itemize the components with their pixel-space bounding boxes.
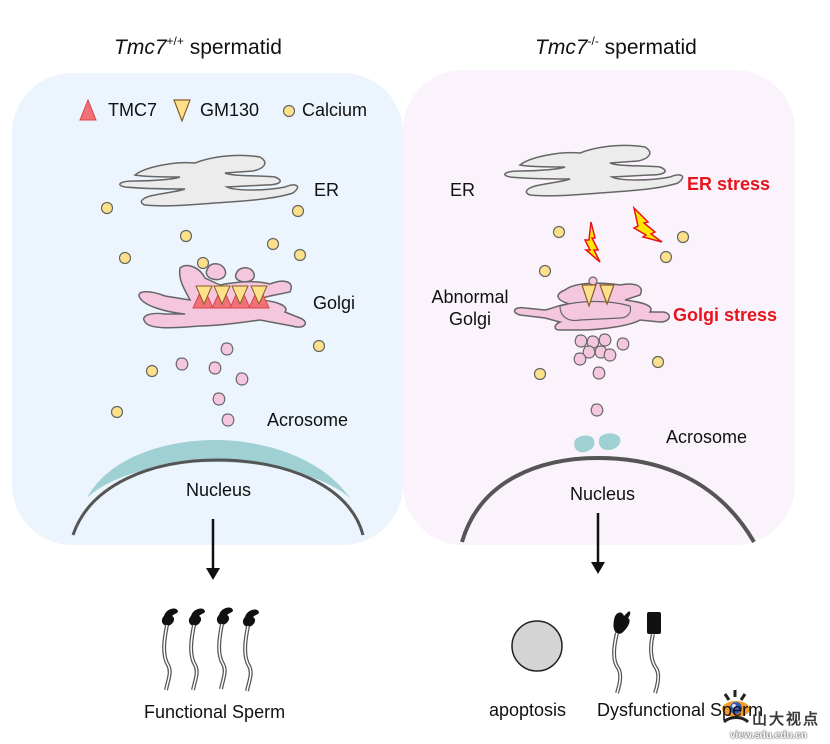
- knockout-title: Tmc7-/- spermatid: [535, 34, 697, 60]
- legend-gm130-label: GM130: [200, 100, 260, 120]
- nucleus-right: [460, 455, 756, 544]
- calcium-dot: [312, 339, 326, 353]
- legend-calcium-icon: [282, 104, 296, 118]
- functional-sperm-group: [161, 607, 259, 692]
- tmc7-gm130-complex: [192, 284, 270, 309]
- genotype: +/+: [166, 34, 184, 48]
- acrosome-fragments: [574, 433, 621, 453]
- legend-calcium-label: Calcium: [302, 100, 368, 120]
- er-label: ER: [314, 180, 340, 200]
- arrow-right: [591, 513, 605, 574]
- abnormal-golgi-line1: Abnormal: [431, 287, 509, 307]
- abnormal-golgi-line2: Golgi: [448, 309, 492, 329]
- golgi-stress-label: Golgi stress: [673, 305, 778, 325]
- er-left: [119, 154, 299, 207]
- legend-gm130-icon: [173, 99, 191, 123]
- watermark-url: view.sdu.edu.cn: [730, 730, 807, 741]
- calcium-dot: [118, 251, 132, 265]
- wildtype-title: Tmc7+/+ spermatid: [114, 34, 282, 60]
- watermark-logo-icon: [722, 690, 750, 724]
- calcium-dot: [110, 405, 124, 419]
- er-stress-label: ER stress: [687, 174, 771, 194]
- dysfunctional-sperm-icon: [612, 611, 631, 694]
- functional-sperm-label: Functional Sperm: [144, 702, 286, 722]
- calcium-dot: [291, 204, 305, 218]
- nucleus-left: [71, 440, 365, 536]
- gene-name: Tmc7: [114, 36, 167, 59]
- sperm-icon: [216, 607, 233, 690]
- calcium-dot: [293, 248, 307, 262]
- stress-bolt-icon: [632, 205, 663, 243]
- legend-tmc7-icon: [79, 98, 97, 121]
- gm130-marker-icon: [581, 284, 615, 308]
- abnormal-golgi-label: Abnormal Golgi: [425, 286, 515, 330]
- sperm-icon: [242, 609, 259, 692]
- arrow-left: [206, 519, 220, 580]
- nucleus-label: Nucleus: [186, 480, 252, 500]
- calcium-dot: [196, 256, 210, 270]
- title-suffix: spermatid: [598, 36, 697, 59]
- title-suffix: spermatid: [183, 36, 282, 59]
- stress-bolt-icon: [583, 221, 601, 263]
- watermark-text: 山大视点: [752, 711, 821, 728]
- calcium-dot: [145, 364, 159, 378]
- er-right: [504, 144, 684, 197]
- sperm-icon: [161, 608, 178, 691]
- calcium-dot: [266, 237, 280, 251]
- golgi-label: Golgi: [313, 293, 356, 313]
- acrosome-label: Acrosome: [666, 427, 748, 447]
- abnormal-golgi: [513, 276, 670, 331]
- genotype: -/-: [587, 34, 599, 48]
- dysfunctional-sperm-label: Dysfunctional Sperm: [597, 700, 764, 720]
- er-label: ER: [450, 180, 476, 200]
- apoptotic-cell: [511, 620, 563, 672]
- gene-name: Tmc7: [535, 36, 588, 59]
- dysfunctional-sperm-icon: [647, 612, 661, 694]
- acrosome-label: Acrosome: [267, 410, 349, 430]
- calcium-dot: [179, 229, 193, 243]
- legend-tmc7-label: TMC7: [108, 100, 157, 120]
- apoptosis-label: apoptosis: [489, 700, 567, 720]
- vesicles-left: [175, 342, 249, 427]
- nucleus-label: Nucleus: [570, 484, 636, 504]
- sperm-icon: [188, 608, 205, 691]
- calcium-dot: [100, 201, 114, 215]
- vesicles-right: [573, 333, 630, 417]
